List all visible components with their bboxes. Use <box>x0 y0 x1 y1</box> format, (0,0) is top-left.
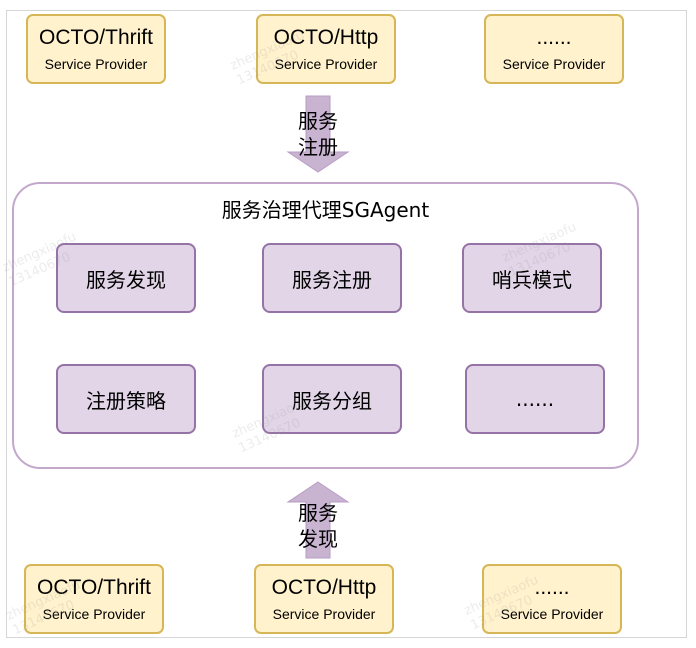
discover-label-line2: 发现 <box>298 527 338 551</box>
register-label-line2: 注册 <box>298 135 338 159</box>
module-service-registration: 服务注册 <box>262 243 402 313</box>
module-service-grouping: 服务分组 <box>262 364 402 434</box>
provider-subtitle: Service Provider <box>500 606 604 622</box>
provider-subtitle: Service Provider <box>274 56 378 72</box>
top-provider-thrift: OCTO/Thrift Service Provider <box>26 14 166 84</box>
module-service-discovery: 服务发现 <box>56 243 196 313</box>
provider-subtitle: Service Provider <box>502 56 606 72</box>
sgagent-title: 服务治理代理SGAgent <box>221 198 430 222</box>
bottom-provider-more: ...... Service Provider <box>482 564 622 634</box>
provider-title: ...... <box>534 576 570 599</box>
provider-subtitle: Service Provider <box>42 606 146 622</box>
top-provider-more: ...... Service Provider <box>484 14 624 84</box>
provider-subtitle: Service Provider <box>272 606 376 622</box>
discover-arrow <box>286 481 350 559</box>
register-arrow-label: 服务 注册 <box>283 108 353 160</box>
discover-arrow-label: 服务 发现 <box>283 500 353 552</box>
provider-title: OCTO/Thrift <box>37 576 151 599</box>
provider-title: ...... <box>536 26 572 49</box>
discover-arrow-shape <box>286 481 350 559</box>
register-arrow <box>286 95 350 173</box>
module-sentinel-mode: 哨兵模式 <box>462 243 602 313</box>
module-more: ...... <box>465 364 605 434</box>
provider-title: OCTO/Http <box>273 26 379 49</box>
bottom-provider-http: OCTO/Http Service Provider <box>254 564 394 634</box>
top-provider-http: OCTO/Http Service Provider <box>256 14 396 84</box>
diagram-frame <box>6 10 687 638</box>
register-label-line1: 服务 <box>298 109 338 133</box>
module-registration-strategy: 注册策略 <box>56 364 196 434</box>
provider-title: OCTO/Http <box>271 576 377 599</box>
provider-title: OCTO/Thrift <box>39 26 153 49</box>
provider-subtitle: Service Provider <box>44 56 148 72</box>
register-arrow-shape <box>286 95 350 173</box>
bottom-provider-thrift: OCTO/Thrift Service Provider <box>24 564 164 634</box>
discover-label-line1: 服务 <box>298 501 338 525</box>
